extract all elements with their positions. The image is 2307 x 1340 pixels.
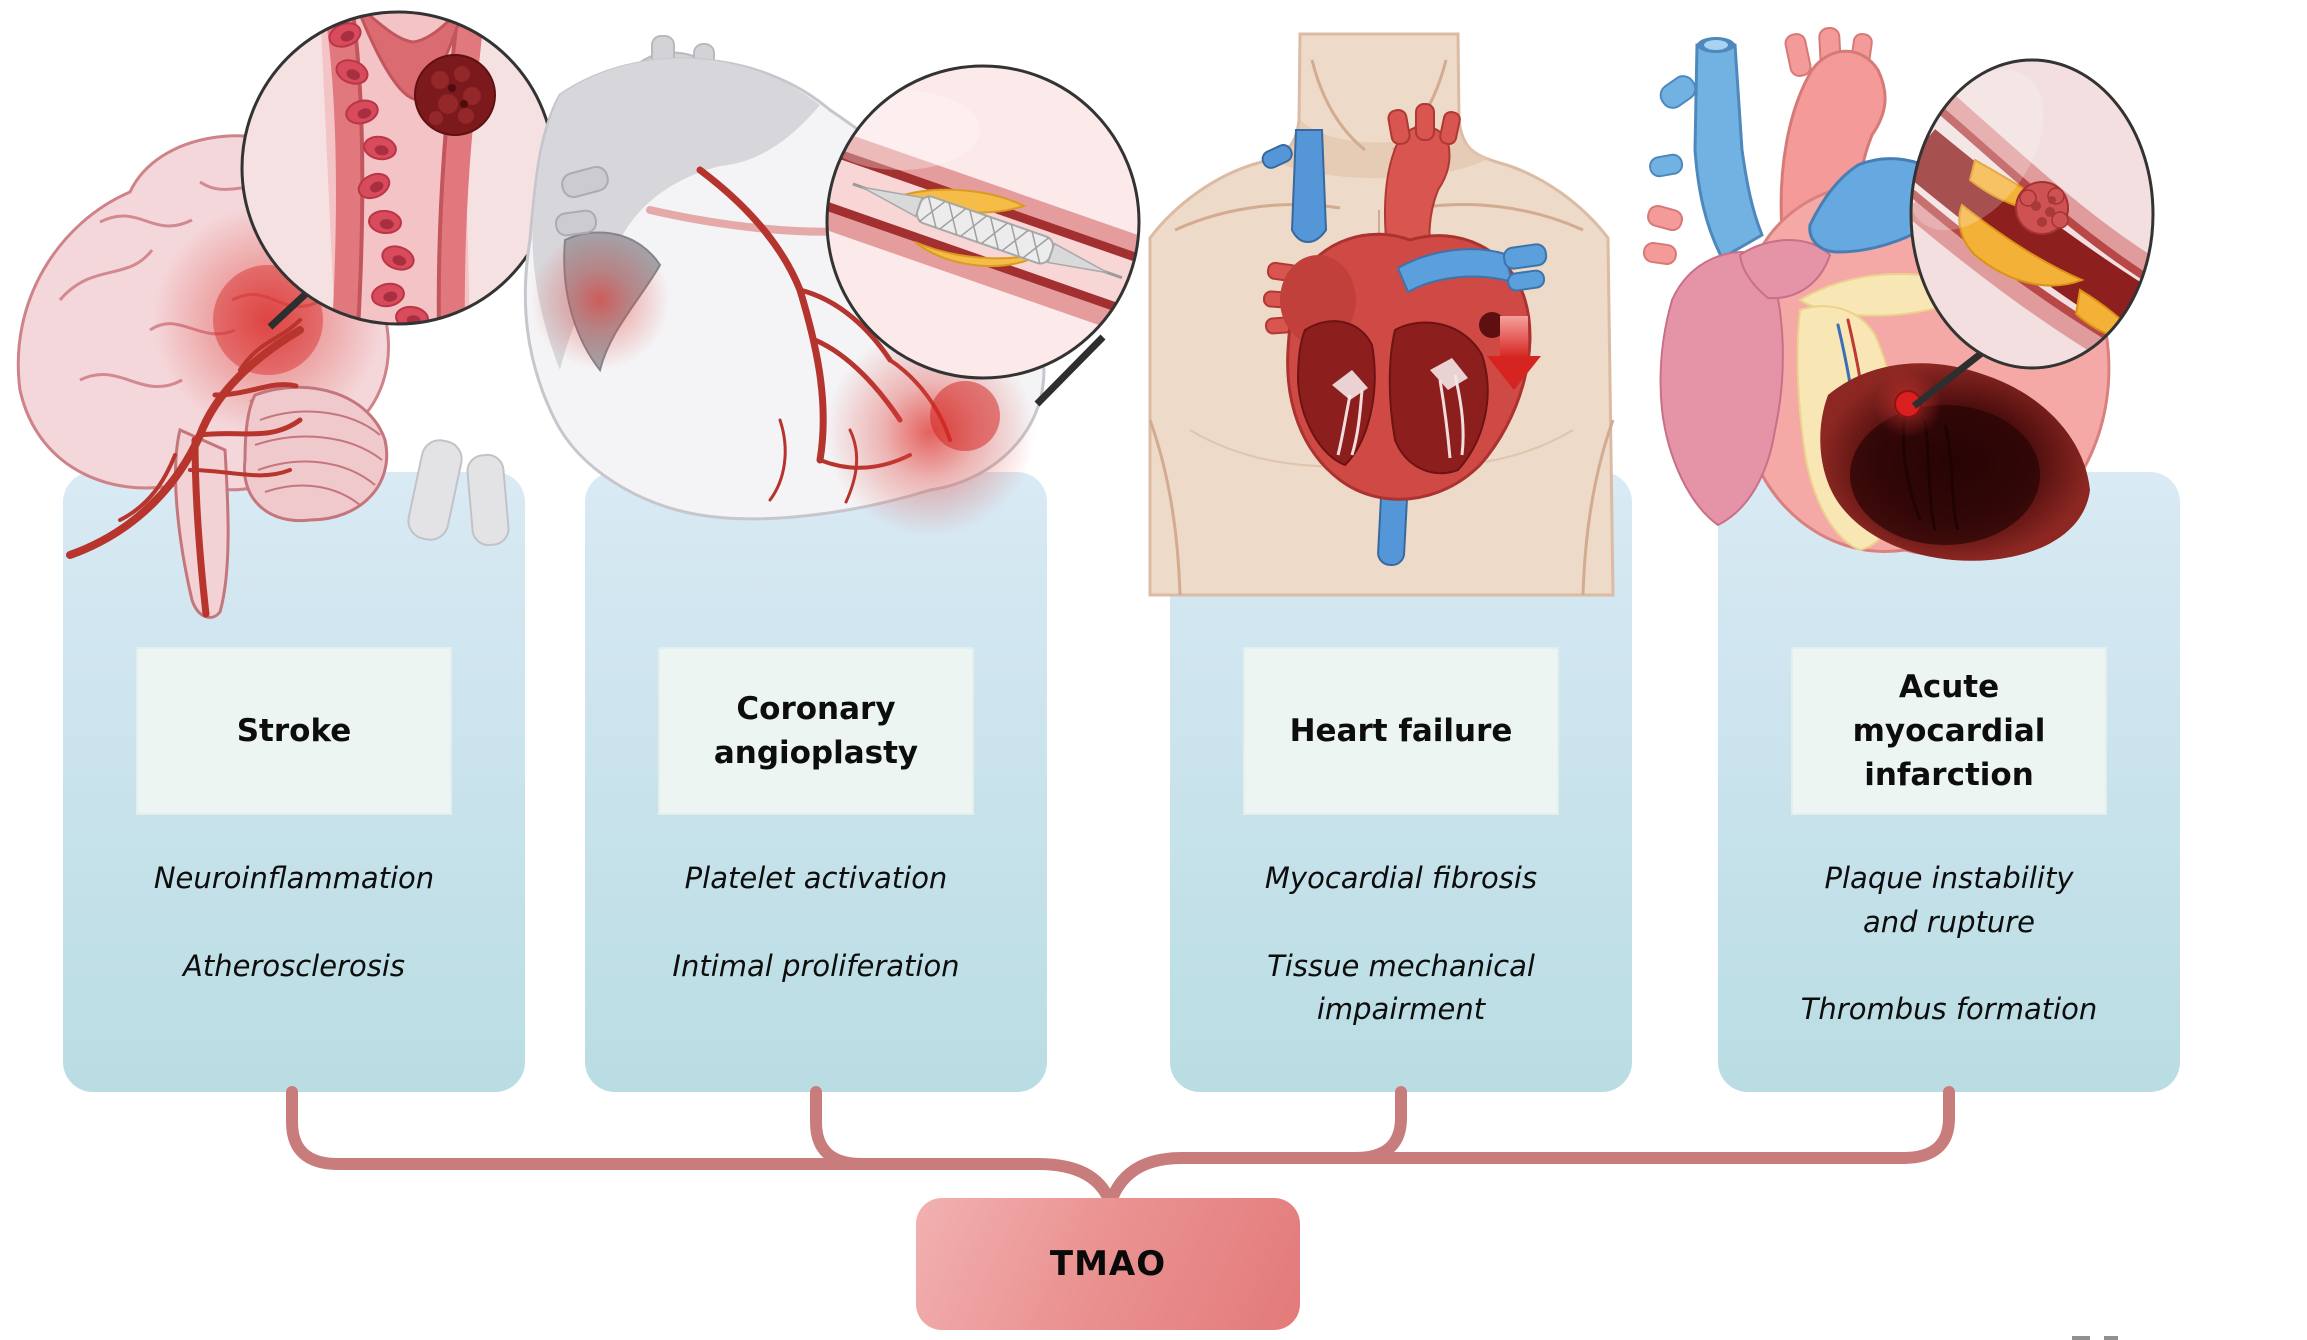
red-blood-cells (328, 22, 429, 324)
connector-lines (286, 1086, 1955, 1214)
brain-vessel-clot-inset-icon (240, 10, 556, 326)
heart-coronary-arteries-icon (407, 35, 1106, 547)
pointer-line-brain-inset (267, 286, 314, 330)
card-title-stroke: Stroke (136, 647, 452, 815)
desc-item: Platelet activation (684, 861, 948, 895)
pointer-line-plaque-inset (1911, 349, 1986, 409)
desc-item: Myocardial fibrosis (1264, 861, 1538, 895)
cropped-caption-mark (2072, 1336, 2090, 1340)
desc-item: Thrombus formation (1800, 992, 2098, 1026)
card-title-coronary-angioplasty: Coronary angioplasty (658, 647, 974, 815)
card-desc-stroke: Neuroinflammation Atherosclerosis (77, 857, 511, 988)
connector-infarction-card (1103, 1086, 1955, 1214)
decline-arrow-icon (1487, 316, 1541, 390)
pointer-line-angioplasty-inset (1034, 334, 1106, 407)
cropped-caption-mark (2104, 1336, 2118, 1340)
desc-item: Tissue mechanical impairment (1267, 948, 1535, 1027)
stent-device (852, 182, 1123, 280)
connector-stroke-card (286, 1086, 1118, 1214)
connector-heart-failure-card (1302, 1086, 1407, 1164)
card-title-heart-failure: Heart failure (1243, 647, 1559, 815)
card-desc-acute-myocardial-infarction: Plaque instability and rupture Thrombus … (1732, 857, 2166, 1032)
card-desc-heart-failure: Myocardial fibrosis Tissue mechanical im… (1184, 857, 1618, 1032)
card-stroke: Stroke Neuroinflammation Atherosclerosis (63, 472, 525, 1092)
plaque-thrombus-inset-icon (1909, 58, 2155, 370)
desc-item: Neuroinflammation (153, 861, 435, 895)
card-acute-myocardial-infarction: Acute myocardial infarction Plaque insta… (1718, 472, 2180, 1092)
desc-item: Atherosclerosis (183, 948, 405, 983)
card-heart-failure: Heart failure Myocardial fibrosis Tissue… (1170, 472, 1632, 1092)
desc-item: Intimal proliferation (672, 948, 960, 983)
desc-item: Plaque instability and rupture (1824, 861, 2074, 939)
card-title-acute-myocardial-infarction: Acute myocardial infarction (1791, 647, 2107, 815)
card-desc-coronary-angioplasty: Platelet activation Intimal proliferatio… (599, 857, 1033, 988)
thrombus (2015, 181, 2069, 235)
clot-in-vessel (414, 54, 496, 136)
tmao-node: TMAO (916, 1198, 1300, 1330)
card-coronary-angioplasty: Coronary angioplasty Platelet activation… (585, 472, 1047, 1092)
connector-angioplasty-card (810, 1086, 916, 1170)
stent-balloon-artery-inset-icon (825, 64, 1141, 380)
